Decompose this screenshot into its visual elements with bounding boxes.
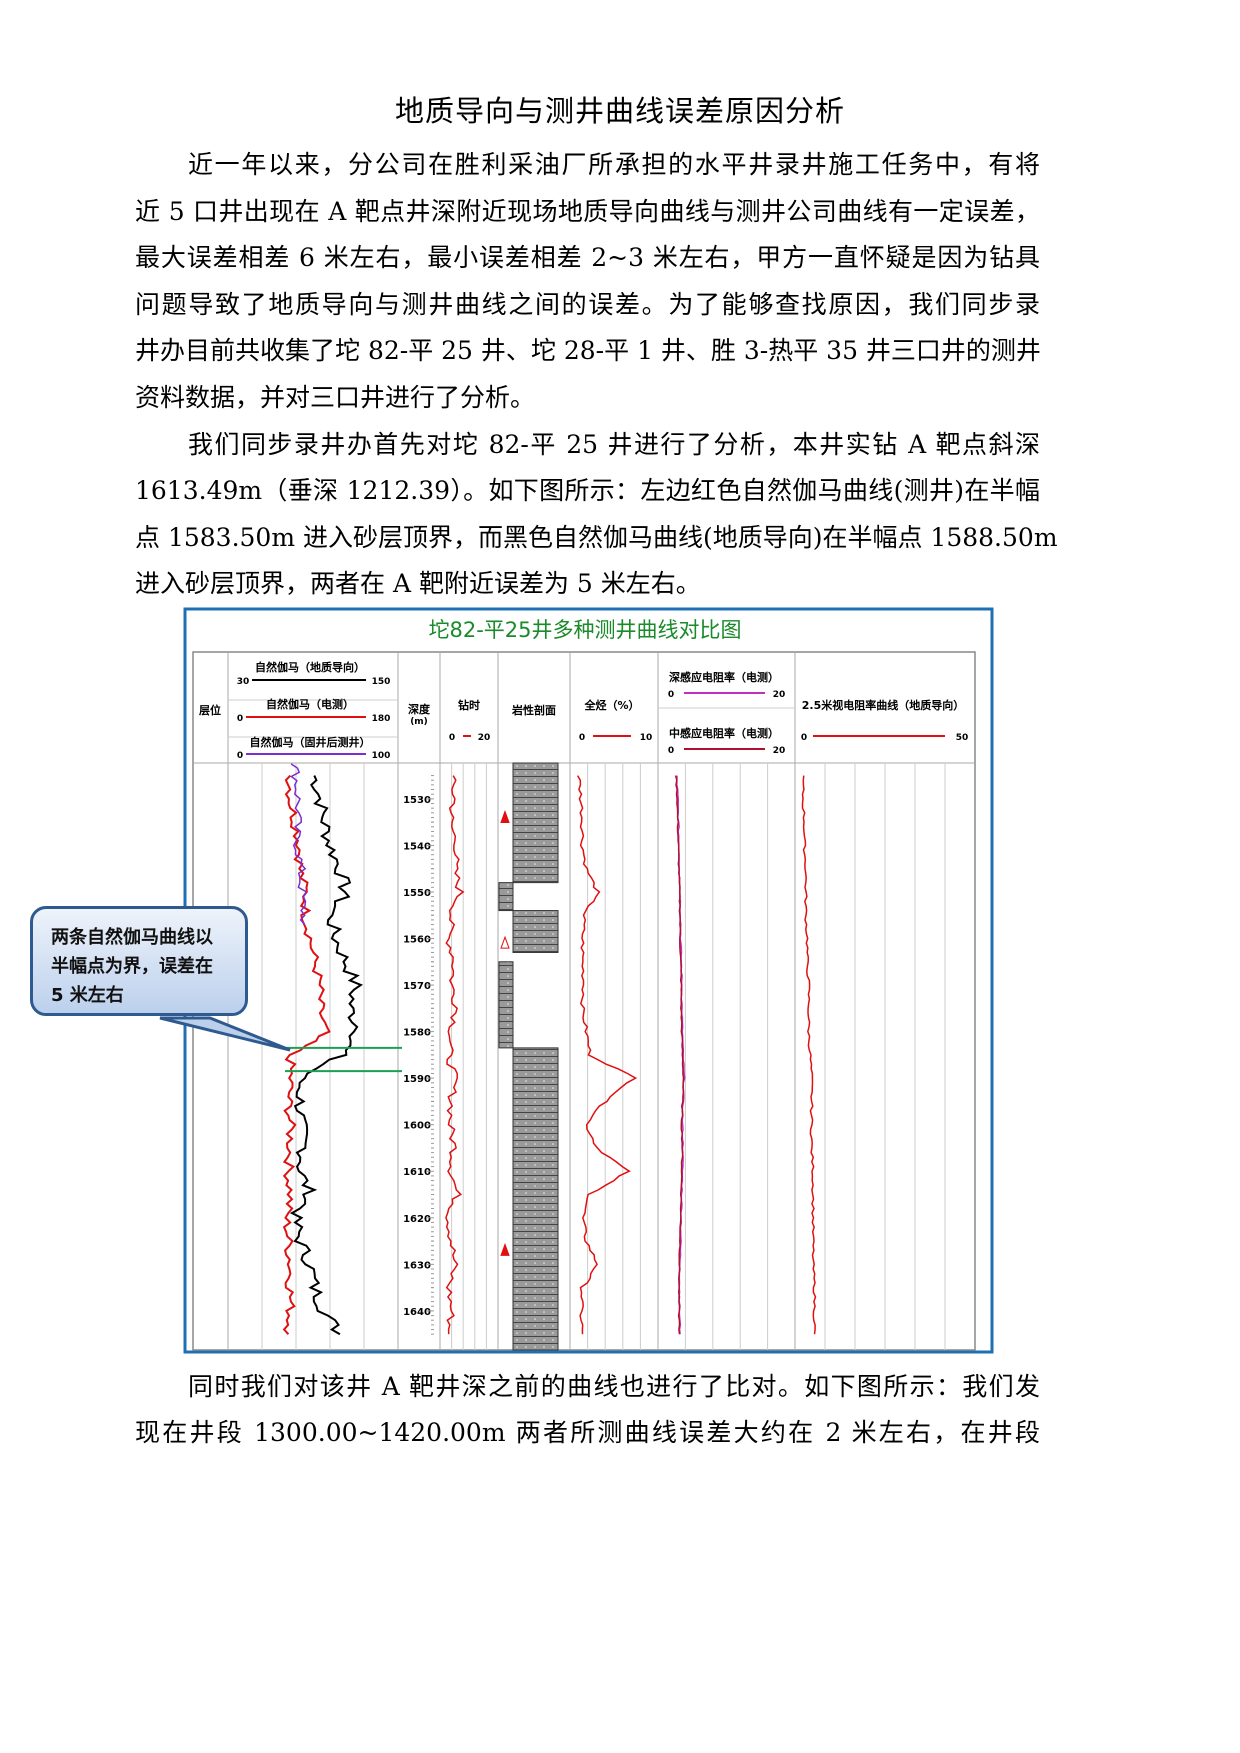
callout-pointer (159, 1016, 291, 1052)
chart-title: 坨82-平25井多种测井曲线对比图 (428, 618, 741, 642)
depth-tick-label: 1640 (403, 1307, 431, 1318)
total-gas-curve (576, 775, 638, 1335)
scale-max: 20 (773, 746, 786, 756)
gr-geo-curve (289, 775, 363, 1336)
oil-show-marker (500, 935, 510, 949)
callout-line: 两条自然伽马曲线以 (51, 927, 213, 948)
res25-curve (801, 775, 817, 1335)
header-gr-geo: 自然伽马（地质导向） (255, 660, 365, 674)
scale-max: 20 (773, 690, 786, 700)
text-line: 我们同步录井办首先对坨 82-平 25 井进行了分析，本井实钻 A 靶点斜深 (188, 430, 1040, 459)
header-lithology: 岩性剖面 (511, 703, 556, 717)
scale-min: 0 (237, 751, 243, 761)
depth-tick-label: 1550 (403, 888, 431, 899)
depth-tick-label: 1580 (403, 1028, 431, 1039)
scale-min: 30 (237, 677, 250, 687)
callout-line: 半幅点为界，误差在 (51, 956, 213, 977)
mid-res-curve (674, 775, 685, 1335)
depth-tick-label: 1540 (403, 841, 431, 852)
text-line: 现在井段 1300.00~1420.00m 两者所测曲线误差大约在 2 米左右，… (135, 1418, 1040, 1447)
scale-max: 150 (372, 677, 391, 687)
scale-max: 100 (372, 751, 391, 761)
header-res25: 2.5米视电阻率曲线（地质导向） (802, 698, 965, 712)
depth-tick-label: 1560 (403, 934, 431, 945)
header-gr-log: 自然伽马（电测） (266, 697, 354, 711)
scale-max: 10 (640, 733, 653, 743)
depth-tick-label: 1530 (403, 795, 431, 806)
text-line: 近 5 口井出现在 A 靶点井深附近现场地质导向曲线与测井公司曲线有一定误差， (135, 197, 1040, 226)
header-deep-res: 深感应电阻率（电测） (669, 670, 779, 684)
lithology-mudstone (512, 1047, 559, 1351)
oil-show-marker (500, 810, 510, 823)
chart-frame (183, 607, 994, 1354)
text-line: 近一年以来，分公司在胜利采油厂所承担的水平井录井施工任务中，有将 (188, 150, 1040, 179)
text-line: 资料数据，并对三口井进行了分析。 (135, 383, 536, 412)
gr-log-curve (282, 774, 331, 1335)
lithology-sandstone (498, 961, 514, 1049)
text-line: 同时我们对该井 A 靶井深之前的曲线也进行了比对。如下图所示：我们发 (188, 1372, 1040, 1401)
text-line: 1613.49m（垂深 1212.39）。如下图所示：左边红色自然伽马曲线(测井… (135, 476, 1040, 505)
oil-show-marker (500, 1242, 510, 1256)
scale-min: 0 (449, 733, 455, 743)
scale-max: 50 (956, 733, 969, 743)
text-line: 点 1583.50m 进入砂层顶界，而黑色自然伽马曲线(地质导向)在半幅点 15… (135, 523, 1058, 552)
lithology-sandstone (498, 882, 514, 912)
header-depth: 深度 (408, 702, 431, 716)
depth-tick-label: 1630 (403, 1260, 431, 1271)
text-line: 问题导致了地质导向与测井曲线之间的误差。为了能够查找原因，我们同步录 (135, 290, 1040, 319)
scale-min: 0 (237, 714, 243, 724)
document-title: 地质导向与测井曲线误差原因分析 (394, 94, 845, 128)
depth-tick-label: 1610 (403, 1167, 431, 1178)
depth-tick-label: 1590 (403, 1074, 431, 1085)
text-line: 井办目前共收集了坨 82-平 25 井、坨 28-平 1 井、胜 3-热平 35… (135, 336, 1041, 365)
depth-tick-label: 1620 (403, 1214, 431, 1225)
header-layer: 层位 (198, 703, 221, 717)
scale-min: 0 (668, 690, 674, 700)
scale-max: 180 (372, 714, 391, 724)
scale-min: 0 (668, 746, 674, 756)
header-mid-res: 中感应电阻率（电测） (669, 726, 779, 740)
drill-time-curve (445, 775, 465, 1335)
gr-cased-curve (290, 763, 308, 925)
lithology-mudstone (512, 910, 559, 953)
scale-min: 0 (801, 733, 807, 743)
depth-tick-label: 1570 (403, 981, 431, 992)
scale-min: 0 (579, 733, 585, 743)
text-line: 进入砂层顶界，两者在 A 靶附近误差为 5 米左右。 (135, 569, 701, 598)
depth-tick-label: 1600 (403, 1121, 431, 1132)
header-depth-unit: (m) (410, 717, 428, 727)
header-gr-cased: 自然伽马（固井后测井） (250, 735, 371, 749)
header-total-gas: 全烃（%） (583, 698, 639, 712)
callout-box: 两条自然伽马曲线以 半幅点为界，误差在 5 米左右 (30, 906, 248, 1016)
callout-line: 5 米左右 (51, 985, 124, 1006)
header-drill-time: 钻时 (458, 698, 480, 712)
lithology-mudstone (512, 762, 559, 884)
scale-max: 20 (478, 733, 491, 743)
text-line: 最大误差相差 6 米左右，最小误差相差 2~3 米左右，甲方一直怀疑是因为钻具 (135, 243, 1040, 272)
